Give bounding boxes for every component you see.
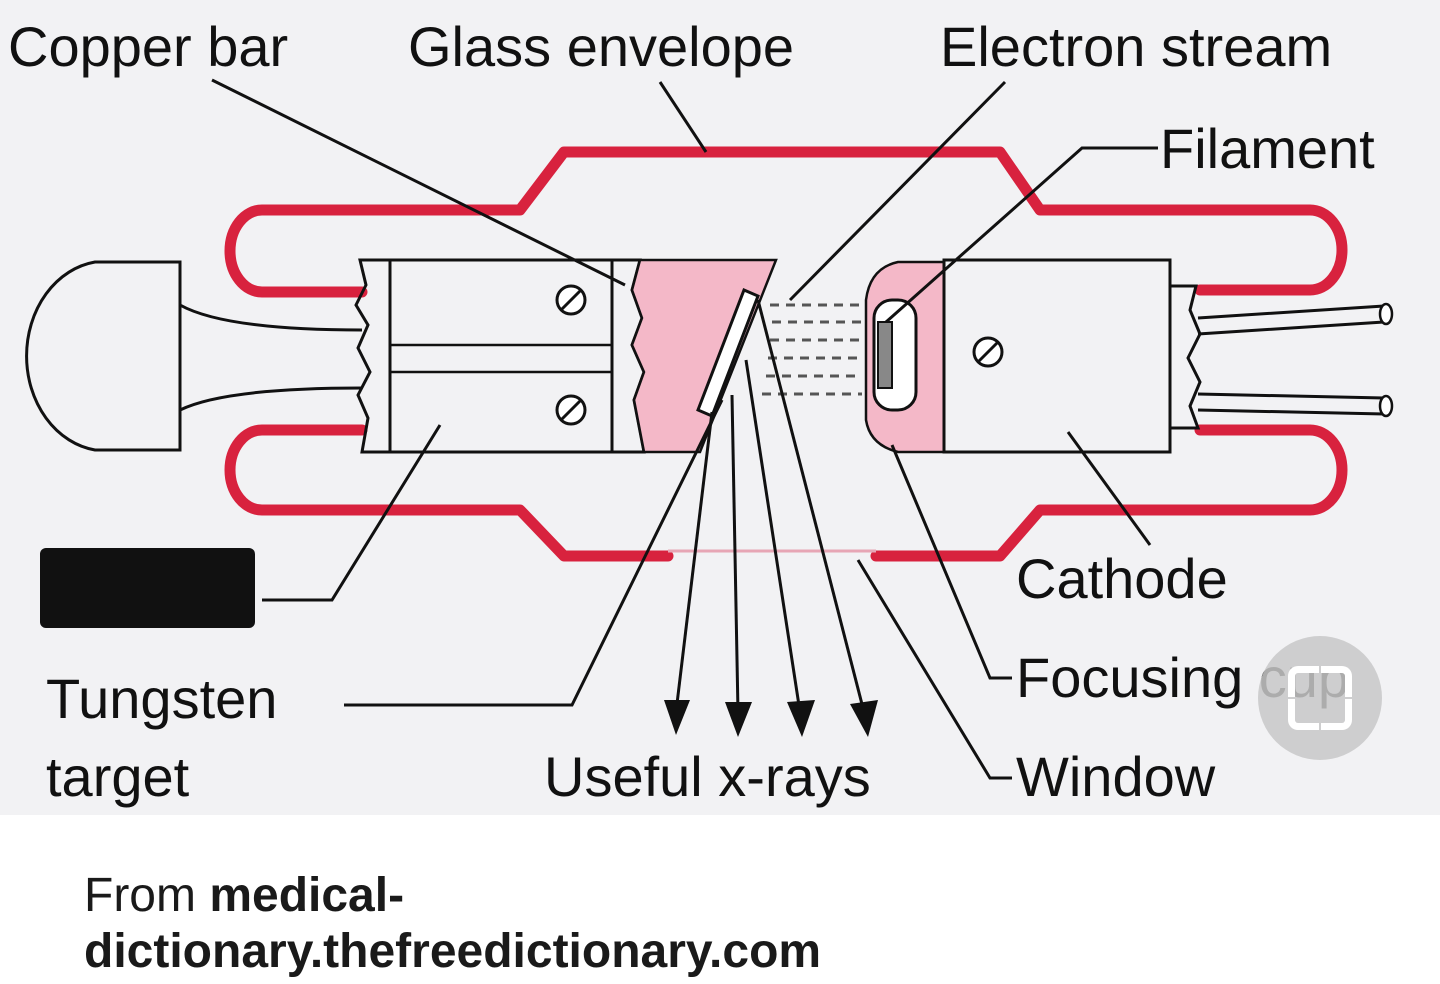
- screw-icon: [555, 284, 587, 316]
- filament-coil: [877, 321, 893, 389]
- label-tungsten: Tungsten: [46, 667, 277, 730]
- label-electron-stream: Electron stream: [940, 15, 1332, 78]
- label-useful-xrays: Useful x-rays: [544, 745, 871, 808]
- leader-cathode: [1066, 431, 1152, 546]
- leader-filament: [885, 146, 1158, 324]
- anode-left-cut: [354, 258, 390, 454]
- cathode-cable-lower: [1197, 392, 1385, 416]
- xray-tube-diagram: Copper bar Glass envelope Electron strea…: [8, 15, 1394, 808]
- image-search-icon[interactable]: [1258, 636, 1382, 760]
- label-copper-bar: Copper bar: [8, 15, 288, 78]
- leader-glass-envelope: [658, 81, 708, 153]
- cathode-cable-upper: [1197, 304, 1385, 336]
- source-link-line2[interactable]: dictionary.thefreedictionary.com: [84, 925, 822, 978]
- source-caption: From medical- dictionary.thefreedictiona…: [84, 868, 1284, 980]
- diagram-panel: Copper bar Glass envelope Electron strea…: [0, 0, 1440, 815]
- cable-end: [1378, 394, 1394, 418]
- rotor-block: [40, 548, 255, 628]
- screw-icon: [972, 336, 1004, 368]
- xray-arrows: [664, 299, 878, 737]
- leader-anode-body: [262, 424, 442, 602]
- leader-focusing-cup: [890, 444, 1012, 680]
- screw-icon: [555, 394, 587, 426]
- label-cathode: Cathode: [1016, 547, 1228, 610]
- label-window: Window: [1016, 745, 1216, 808]
- caption-prefix: From: [84, 869, 210, 922]
- cathode-right-cut: [1170, 284, 1202, 430]
- leader-tungsten-target: [344, 399, 724, 707]
- leader-copper-bar: [211, 78, 626, 287]
- label-target: target: [46, 745, 190, 808]
- electron-stream: [762, 303, 862, 396]
- source-link-line1[interactable]: medical-: [209, 869, 405, 922]
- anode-stem-bulb: [25, 260, 182, 452]
- cable-end: [1378, 302, 1394, 326]
- label-glass-envelope: Glass envelope: [408, 15, 794, 78]
- label-filament: Filament: [1160, 117, 1375, 180]
- leader-window: [856, 559, 1012, 780]
- leader-electron-stream: [788, 80, 1007, 302]
- glass-envelope-bottom-right: [870, 424, 1348, 562]
- anode-stem-neck: [179, 303, 363, 412]
- glass-envelope-top: [224, 146, 1348, 298]
- cathode-body: [942, 258, 1172, 454]
- glass-envelope-bottom-left: [224, 424, 674, 562]
